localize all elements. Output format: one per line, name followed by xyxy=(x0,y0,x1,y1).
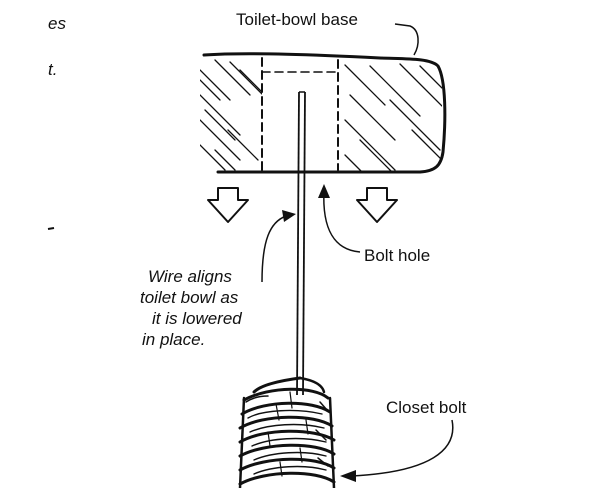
bolt-hole-leader xyxy=(323,189,361,253)
wire-caption: Wire aligns toilet bowl as it is lowered… xyxy=(140,266,280,350)
caption-line-3: it is lowered xyxy=(152,309,242,328)
hatch-right xyxy=(344,63,442,173)
caption-line-2: toilet bowl as xyxy=(140,288,239,307)
closet-bolt xyxy=(238,376,336,488)
base-leader xyxy=(394,23,419,56)
toilet-bowl-base xyxy=(200,52,447,174)
closet-bolt-leader xyxy=(351,419,454,477)
caption-line-1: Wire aligns xyxy=(148,267,232,286)
margin-dash xyxy=(47,227,55,230)
margin-fragment-2: t. xyxy=(48,60,58,79)
bolt-hole-arrowhead xyxy=(318,184,330,198)
caption-line-4: in place. xyxy=(142,330,206,349)
label-toilet-bowl-base: Toilet-bowl base xyxy=(236,10,358,29)
label-closet-bolt: Closet bolt xyxy=(386,398,467,417)
margin-fragment-1: es xyxy=(48,14,66,33)
closet-bolt-arrowhead xyxy=(340,470,356,482)
alignment-wire xyxy=(296,91,306,396)
down-arrow-icon xyxy=(356,187,398,223)
hatch-left xyxy=(200,59,262,171)
down-arrow-icon xyxy=(207,187,249,223)
wire-leader xyxy=(261,215,287,283)
wire-arrowhead xyxy=(282,210,296,222)
label-bolt-hole: Bolt hole xyxy=(364,246,431,265)
